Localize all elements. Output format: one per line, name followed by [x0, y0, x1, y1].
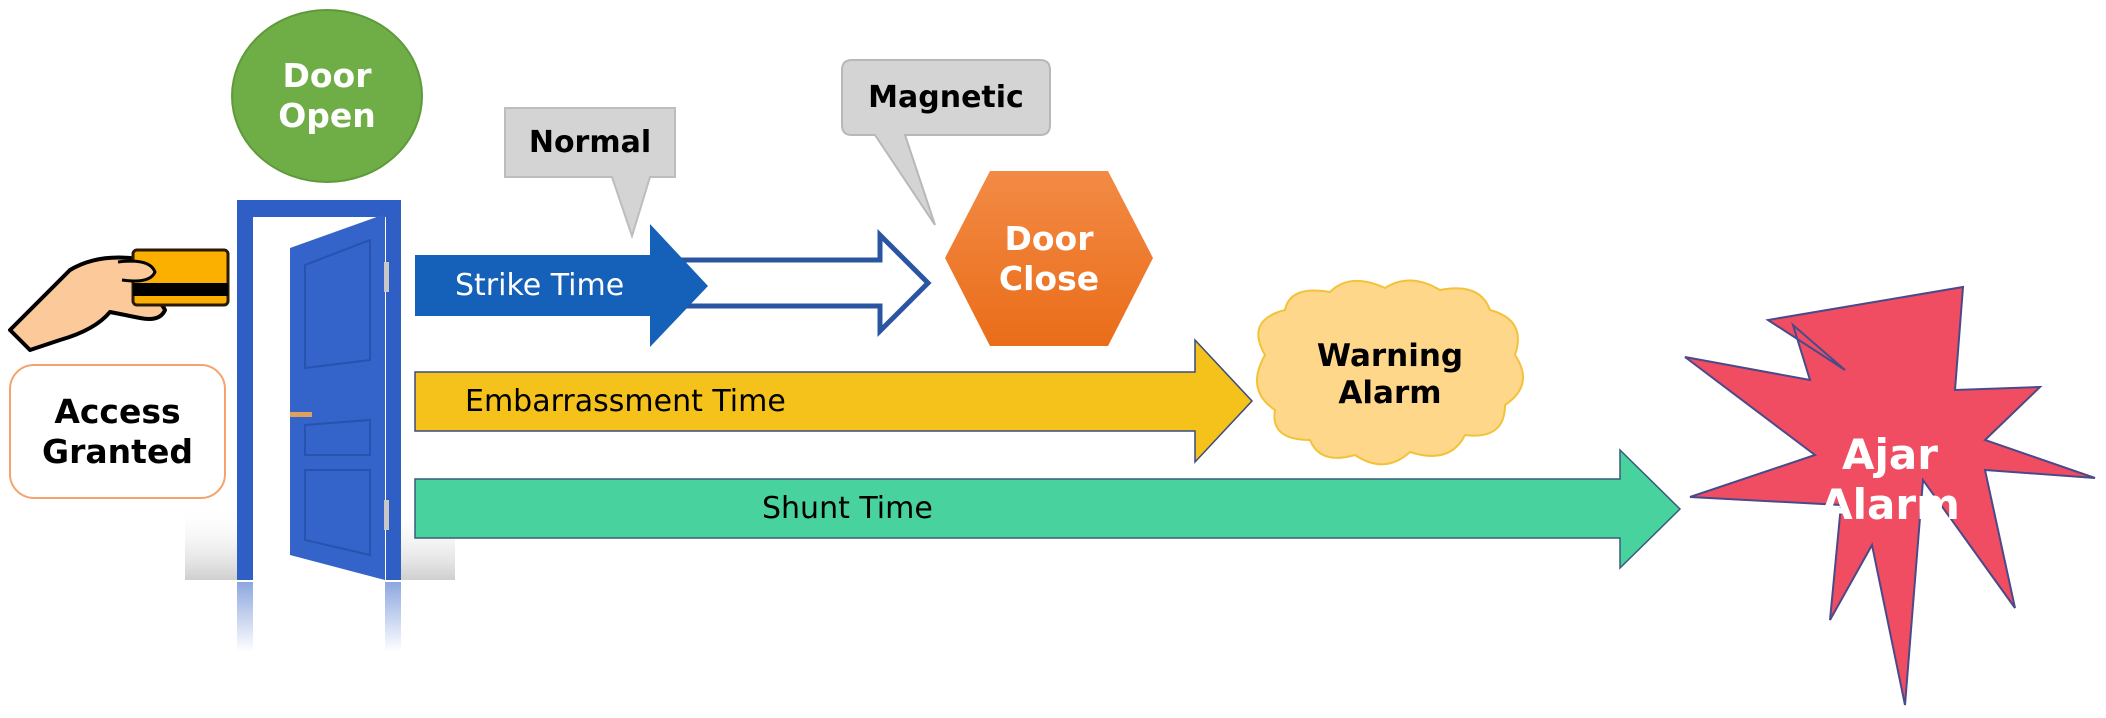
strike-time-label: Strike Time	[455, 268, 625, 303]
door-close-hexagon	[945, 171, 1153, 346]
warning-alarm-label: Warning Alarm	[1316, 337, 1464, 411]
hand-holding-card-icon	[8, 248, 230, 352]
magnetic-callout	[841, 59, 1051, 226]
normal-callout	[504, 107, 676, 240]
embarrassment-time-arrow[interactable]	[414, 338, 1254, 464]
ajar-alarm-star	[1684, 285, 2096, 706]
door-close-label: Door Close	[998, 218, 1100, 298]
door-open-label: Door Open	[278, 56, 376, 135]
access-granted-box	[9, 364, 226, 499]
strike-extension-arrow	[677, 228, 932, 338]
embarrassment-time-label: Embarrassment Time	[465, 384, 786, 419]
shunt-time-label: Shunt Time	[762, 491, 933, 526]
access-granted-label: Access Granted	[42, 391, 193, 471]
normal-callout-label: Normal	[528, 124, 652, 160]
open-door-icon	[237, 200, 401, 652]
magnetic-callout-label: Magnetic	[868, 79, 1024, 115]
warning-alarm-cloud	[1256, 279, 1524, 466]
strike-time-arrow[interactable]	[415, 224, 708, 347]
shunt-time-arrow[interactable]	[414, 448, 1682, 570]
ajar-alarm-label: Ajar Alarm	[1820, 429, 1960, 529]
door-open-circle	[231, 9, 423, 183]
